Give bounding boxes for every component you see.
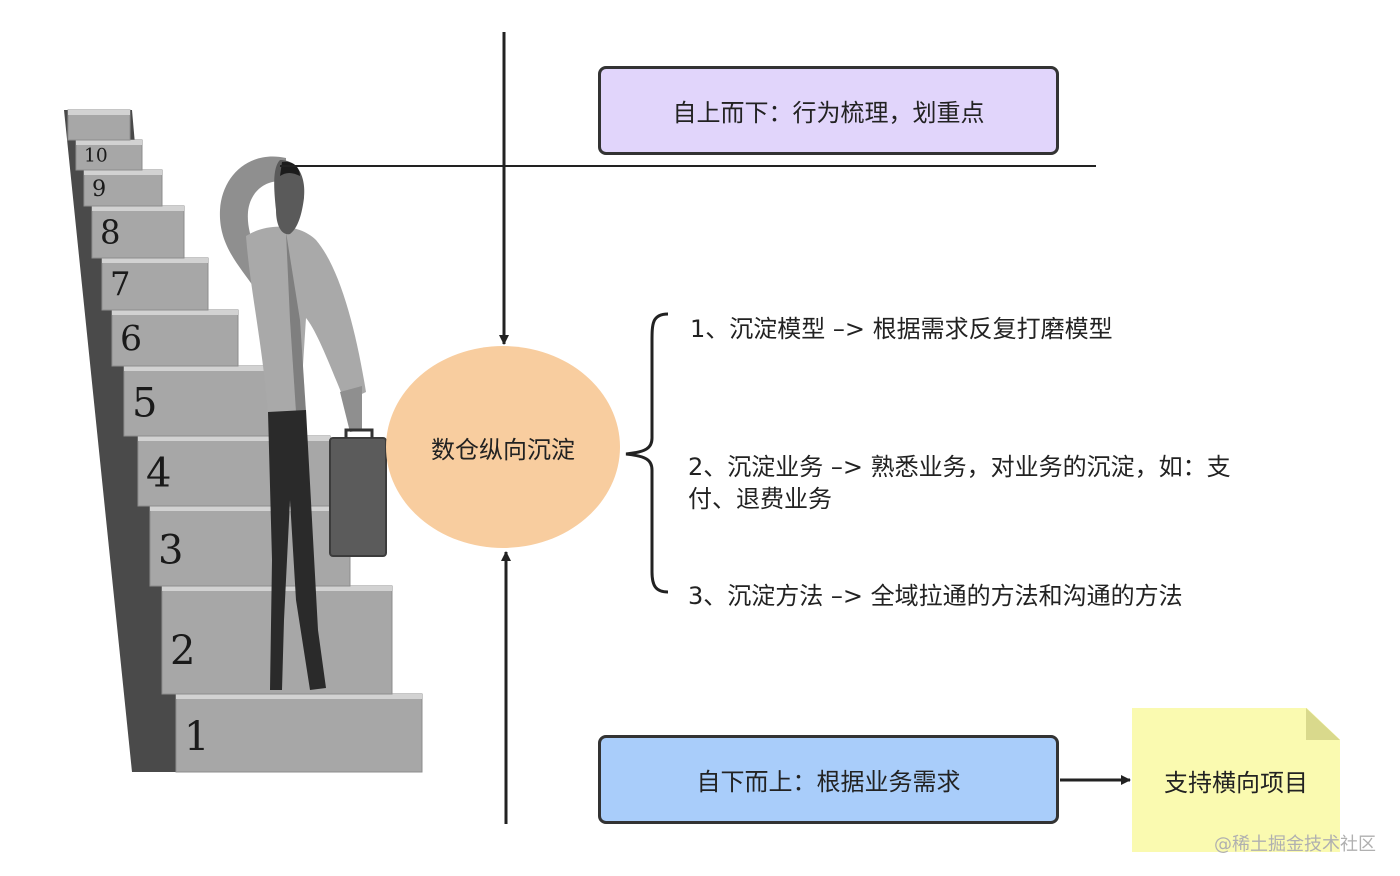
step-number-label: 1: [184, 714, 209, 760]
step-number-label: 6: [120, 319, 142, 359]
watermark: @稀土掘金技术社区: [1214, 834, 1376, 855]
center-ellipse: 数仓纵向沉淀: [386, 346, 620, 548]
stair-step: [91, 205, 185, 259]
sticky-note: 支持横向项目: [1132, 708, 1340, 852]
center-label: 数仓纵向沉淀: [431, 435, 575, 464]
sticky-note-label: 支持横向项目: [1164, 768, 1308, 797]
stair-step: [67, 109, 131, 141]
step-number-label: 7: [110, 265, 131, 303]
stair-step: [111, 309, 239, 367]
stair-step: [123, 365, 273, 437]
stair-step: [83, 169, 163, 207]
curly-brace: [625, 312, 669, 594]
stair-step: [75, 139, 143, 171]
list-item-model: 1、沉淀模型 –> 根据需求反复打磨模型: [690, 315, 1113, 343]
top-down-box: 自上而下：行为梳理，划重点: [598, 66, 1059, 155]
bottom-up-label: 自下而上：根据业务需求: [696, 768, 961, 796]
step-number-label: 5: [132, 380, 157, 426]
step-number-label: 3: [158, 528, 183, 574]
connectors: [280, 32, 1131, 824]
list-item-method: 3、沉淀方法 –> 全域拉通的方法和沟通的方法: [688, 582, 1183, 610]
step-number-label: 2: [170, 628, 195, 674]
step-number-label: 4: [146, 450, 171, 496]
stair-step: [175, 693, 423, 773]
list-item-business: 2、沉淀业务 –> 熟悉业务，对业务的沉淀，如：支付、退费业务: [688, 453, 1231, 513]
stair-step: [101, 257, 209, 311]
bottom-up-box: 自下而上：根据业务需求: [598, 735, 1059, 824]
step-number-label: 8: [100, 213, 121, 251]
step-number-label: 10: [84, 146, 108, 167]
stair-step: [149, 505, 351, 587]
top-down-label: 自上而下：行为梳理，划重点: [672, 99, 985, 127]
step-number-label: 9: [92, 176, 106, 202]
businessman-icon: [219, 156, 387, 690]
